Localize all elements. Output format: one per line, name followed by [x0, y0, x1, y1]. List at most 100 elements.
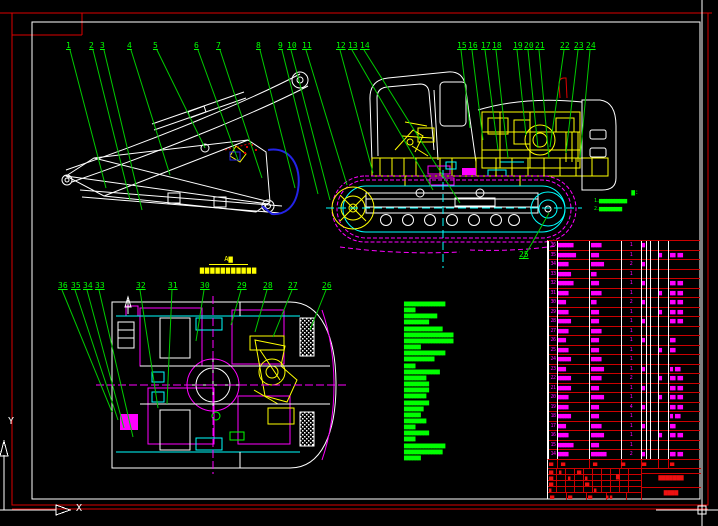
leader-line-5[interactable] — [156, 49, 206, 149]
callout-23[interactable]: 23 — [574, 41, 584, 50]
tech-spec-line[interactable]: ▆▆▆▆ — [404, 436, 415, 443]
leader-line-30[interactable] — [195, 289, 205, 342]
tech-spec-line[interactable]: ▆▆▆▆▆▆▆▆▆ — [404, 381, 429, 388]
parts-row-28[interactable]: 28▆▆▆▆▆▆▆▆1▆▆▆ ▆▆ — [548, 317, 700, 327]
callout-18[interactable]: 18 — [492, 41, 502, 50]
parts-row-24[interactable]: 24▆▆▆▆▆▆▆▆▆1 — [548, 355, 700, 365]
parts-row-26[interactable]: 26▆▆▆▆▆▆1▆▆▆ — [548, 336, 700, 346]
parts-row-20[interactable]: 20▆▆▆▆▆▆▆▆▆1▆▆▆ ▆▆ — [548, 393, 700, 403]
leader-line-7[interactable] — [219, 49, 263, 179]
callout-33[interactable]: 33 — [95, 281, 105, 290]
tech-spec-line[interactable]: ▆▆▆▆▆▆▆▆ — [404, 417, 426, 424]
callout-12[interactable]: 12 — [336, 41, 346, 50]
leader-line-32[interactable] — [139, 289, 159, 409]
tech-spec-line[interactable]: ▆▆▆▆▆▆▆▆ — [404, 393, 426, 400]
leader-line-11[interactable] — [305, 49, 348, 186]
tech-spec-line[interactable]: ▆▆▆▆▆▆ — [404, 411, 421, 418]
side-view-cab[interactable] — [369, 71, 477, 163]
leader-line-36[interactable] — [61, 289, 113, 413]
parts-row-36[interactable]: 36▆▆▆▆▆▆▆▆▆▆1▆ — [548, 241, 700, 251]
parts-list-table[interactable]: 36▆▆▆▆▆▆▆▆▆▆1▆35▆▆▆▆▆▆▆▆▆▆1▆▆▆ ▆▆34▆▆▆▆▆… — [547, 240, 700, 460]
tech-spec-line[interactable]: ▆▆▆▆▆▆▆▆▆▆▆▆▆▆▆ — [404, 301, 445, 307]
callout-28[interactable]: 28 — [263, 281, 273, 290]
parts-row-16[interactable]: 16▆▆▆▆▆▆▆▆▆1▆▆▆ ▆▆ — [548, 431, 700, 441]
leader-line-16[interactable] — [471, 49, 484, 141]
leader-line-14[interactable] — [363, 49, 461, 204]
callout-16[interactable]: 16 — [468, 41, 478, 50]
parts-row-32[interactable]: 32▆▆▆▆▆▆▆▆▆1▆▆▆ ▆▆ — [548, 279, 700, 289]
leader-line-8[interactable] — [259, 49, 296, 189]
leader-line-31[interactable] — [166, 289, 173, 405]
callout-34[interactable]: 34 — [83, 281, 93, 290]
callout-6[interactable]: 6 — [194, 41, 199, 50]
callout-15[interactable]: 15 — [457, 41, 467, 50]
tech-spec-line[interactable]: ▆▆▆▆▆▆▆▆▆▆▆▆ — [404, 313, 437, 320]
leader-line-15[interactable] — [460, 49, 471, 129]
leader-line-23[interactable] — [565, 49, 579, 154]
parts-row-22[interactable]: 22▆▆▆▆▆▆▆▆▆2▆▆▆ ▆▆ — [548, 374, 700, 384]
side-view-undercarriage[interactable] — [326, 170, 582, 268]
leader-line-24[interactable] — [579, 49, 591, 159]
parts-row-25[interactable]: 25▆▆▆▆▆▆▆1▆▆▆ — [548, 346, 700, 356]
plan-view-drawing[interactable] — [96, 295, 346, 474]
callout-1[interactable]: 1 — [66, 41, 71, 50]
leader-line-25[interactable] — [522, 212, 550, 260]
leader-line-27[interactable] — [272, 289, 293, 338]
callout-8[interactable]: 8 — [256, 41, 261, 50]
tech-spec-line[interactable]: ▆▆▆▆▆▆▆▆▆▆▆ — [404, 356, 434, 363]
tech-spec-line[interactable]: ▆▆▆▆▆▆▆▆▆▆▆▆▆▆ — [404, 448, 443, 455]
parts-row-33[interactable]: 33▆▆▆▆▆▆▆1 — [548, 270, 700, 280]
leader-line-3[interactable] — [103, 49, 143, 211]
leader-line-12[interactable] — [339, 49, 374, 174]
parts-row-34[interactable]: 34▆▆▆▆▆▆▆▆▆2▆ — [548, 260, 700, 270]
leader-line-17[interactable] — [484, 49, 499, 151]
leader-line-26[interactable] — [309, 289, 327, 331]
callout-9[interactable]: 9 — [278, 41, 283, 50]
callout-22[interactable]: 22 — [560, 41, 570, 50]
tech-spec-line[interactable]: ▆▆▆▆▆▆▆ — [404, 405, 424, 412]
callout-13[interactable]: 13 — [348, 41, 358, 50]
leader-line-19[interactable] — [516, 49, 527, 136]
leader-line-29[interactable] — [230, 289, 242, 326]
callout-31[interactable]: 31 — [168, 281, 178, 290]
parts-row-15[interactable]: 15▆▆▆▆▆▆▆▆▆1 — [548, 441, 700, 451]
parts-row-30[interactable]: 30▆▆▆▆▆2▆▆▆ ▆▆ — [548, 298, 700, 308]
leader-line-13[interactable] — [351, 49, 434, 191]
parts-row-35[interactable]: 35▆▆▆▆▆▆▆▆▆▆1▆▆▆ ▆▆ — [548, 251, 700, 261]
tech-spec-line[interactable]: ▆▆▆▆ — [404, 307, 415, 314]
callout-24[interactable]: 24 — [586, 41, 596, 50]
leader-line-10[interactable] — [290, 49, 331, 201]
drawing-number-cell[interactable]: ▆▆▆▆ — [663, 489, 679, 496]
tech-spec-line[interactable]: ▆▆▆▆ — [404, 362, 415, 369]
leader-line-28[interactable] — [254, 289, 268, 333]
tech-spec-line[interactable]: ▆▆▆▆▆▆▆▆▆▆▆▆▆▆▆ — [404, 442, 445, 449]
tech-spec-line[interactable]: ▆▆▆▆▆▆▆▆▆▆▆▆▆▆▆▆▆▆ — [404, 337, 453, 344]
callout-10[interactable]: 10 — [287, 41, 297, 50]
callout-5[interactable]: 5 — [153, 41, 158, 50]
tech-spec-line[interactable]: ▆▆▆▆▆▆▆▆▆▆▆▆▆▆ — [404, 325, 443, 332]
callout-7[interactable]: 7 — [216, 41, 221, 50]
leader-line-33[interactable] — [98, 289, 134, 438]
callout-25[interactable]: 25 — [519, 250, 529, 259]
callout-30[interactable]: 30 — [200, 281, 210, 290]
leader-line-6[interactable] — [197, 49, 239, 161]
leader-line-2[interactable] — [92, 49, 131, 201]
leader-line-1[interactable] — [69, 49, 107, 189]
tech-spec-line[interactable]: ▆▆▆▆▆▆▆▆▆ — [404, 387, 429, 394]
callout-32[interactable]: 32 — [136, 281, 146, 290]
callout-26[interactable]: 26 — [322, 281, 332, 290]
drawing-title-cell[interactable]: ▆▆▆▆▆▆▆ — [658, 474, 684, 481]
parts-row-27[interactable]: 27▆▆▆▆▆▆▆▆1 — [548, 327, 700, 337]
parts-row-23[interactable]: 23▆▆▆▆▆▆▆▆1▆▆ ▆▆ — [548, 365, 700, 375]
parts-row-19[interactable]: 19▆▆▆▆▆▆▆4▆▆▆ ▆▆ — [548, 403, 700, 413]
callout-11[interactable]: 11 — [302, 41, 312, 50]
leader-line-35[interactable] — [74, 289, 119, 421]
tech-spec-line[interactable]: ▆▆▆▆▆▆▆▆▆▆▆▆▆▆▆ — [404, 350, 445, 357]
callout-27[interactable]: 27 — [288, 281, 298, 290]
callout-4[interactable]: 4 — [127, 41, 132, 50]
callout-17[interactable]: 17 — [481, 41, 491, 50]
leader-line-22[interactable] — [549, 49, 565, 148]
tech-spec-line[interactable]: ▆▆▆▆▆▆▆▆▆▆▆▆▆ — [404, 368, 440, 375]
side-view-engine-deck[interactable] — [371, 77, 617, 191]
